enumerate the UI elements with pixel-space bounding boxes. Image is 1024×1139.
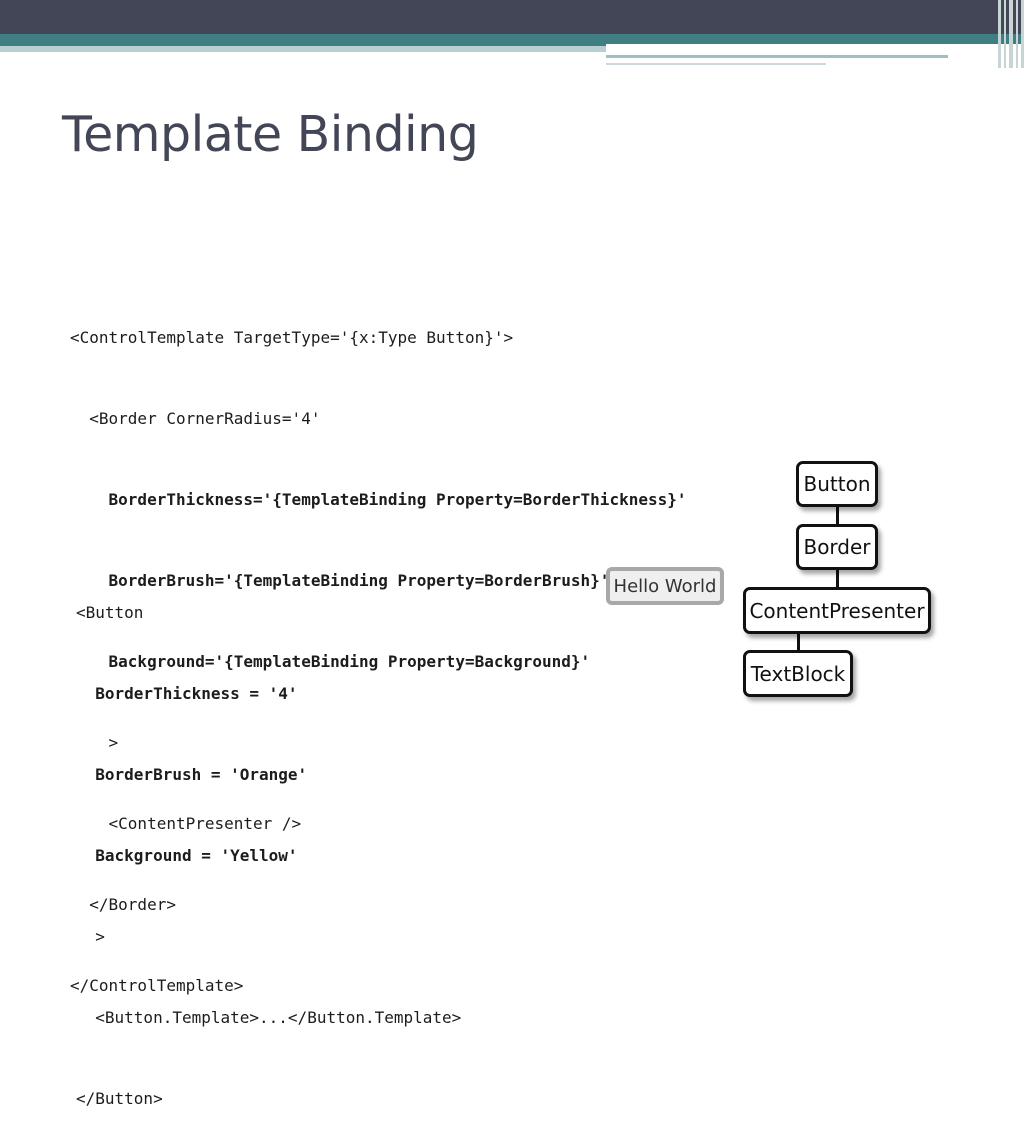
button-usage-code: <Button BorderThickness = '4' BorderBrus…	[76, 545, 461, 1139]
header-stripes	[994, 0, 1024, 68]
code-line: </Button>	[76, 1089, 163, 1108]
slide-title: Template Binding	[62, 106, 479, 163]
header-accent-line-short	[606, 63, 826, 65]
code-line-template-binding: BorderThickness='{TemplateBinding Proper…	[70, 490, 687, 509]
code-line: >	[70, 733, 119, 752]
tree-connector	[797, 631, 800, 653]
tree-node-border: Border	[796, 524, 878, 570]
code-line-property: BorderBrush = 'Orange'	[76, 765, 308, 784]
code-line-template-binding: Background='{TemplateBinding Property=Ba…	[70, 652, 591, 671]
code-line: >	[76, 927, 105, 946]
tree-node-contentpresenter: ContentPresenter	[743, 587, 931, 634]
tree-node-textblock: TextBlock	[743, 650, 853, 697]
code-line: <Border CornerRadius='4'	[70, 409, 321, 428]
code-line: <ControlTemplate TargetType='{x:Type But…	[70, 328, 514, 347]
code-line: <Button	[76, 603, 144, 622]
header-accent-line	[606, 55, 948, 58]
code-line-property: BorderThickness = '4'	[76, 684, 298, 703]
header-band-light	[0, 46, 1024, 52]
header-band-dark	[0, 0, 1024, 34]
code-line-template-binding: BorderBrush='{TemplateBinding Property=B…	[70, 571, 610, 590]
tree-node-button: Button	[796, 461, 878, 507]
tree-connector	[836, 504, 839, 526]
code-line: <Button.Template>...</Button.Template>	[76, 1008, 462, 1027]
tree-connector	[836, 568, 839, 590]
header-band-teal	[0, 34, 1024, 46]
code-line-property: Background = 'Yellow'	[76, 846, 298, 865]
hello-world-preview-button: Hello World	[606, 567, 724, 605]
